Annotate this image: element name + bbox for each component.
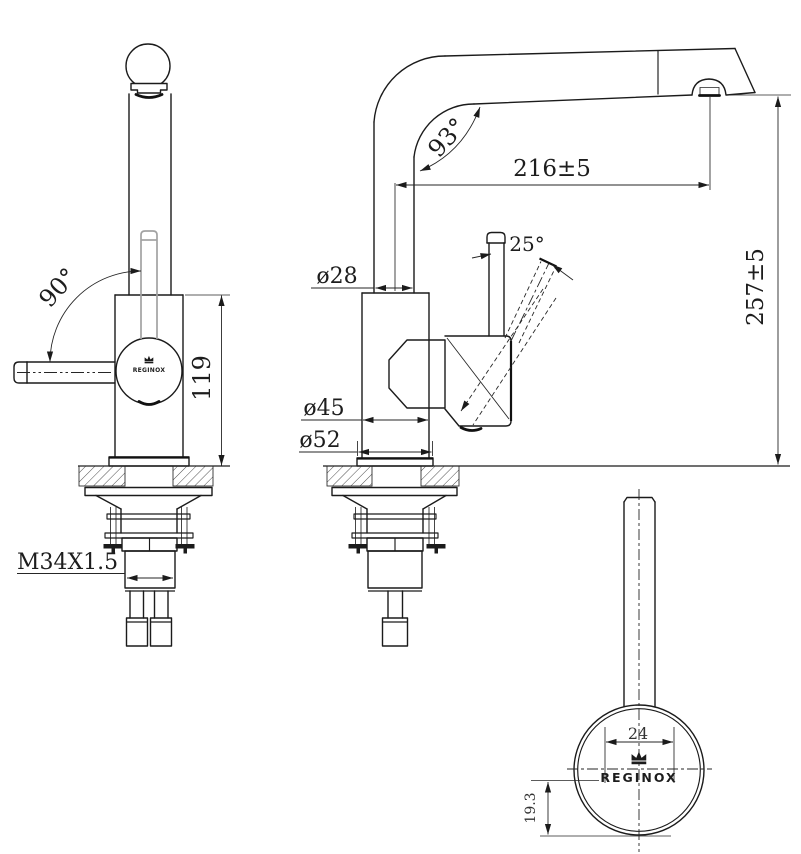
front-countertop [323, 465, 790, 487]
countertop-hatch [420, 465, 460, 487]
dim-25deg-label: 25° [509, 232, 544, 256]
dim-dia52: ø52 [299, 428, 433, 456]
logo-text: REGINOX [600, 770, 677, 785]
front-spout [373, 47, 756, 294]
front-view: 25° 93° 216±5 257±5 ø28 ø45 [299, 47, 791, 647]
dim-216-label: 216±5 [513, 156, 591, 182]
dim-119: 119 [185, 294, 230, 466]
reginox-logo-small: REGINOX [133, 355, 166, 374]
cartridge-hub [388, 339, 446, 409]
hose-fitting [381, 617, 409, 647]
dim-dia52-label: ø52 [299, 428, 340, 453]
dim-19-3: 19.3 [523, 780, 671, 837]
side-lever-vertical-phantom [140, 230, 158, 339]
side-mounting [84, 486, 213, 647]
dim-m34: M34X1.5 [17, 550, 173, 582]
dim-93deg-label: 93° [422, 112, 471, 162]
thread-spec-label: M34X1.5 [17, 550, 118, 575]
front-mounting [331, 486, 458, 647]
dim-119-label: 119 [188, 355, 216, 401]
hose-fitting [125, 617, 149, 647]
screw-head [348, 544, 368, 549]
dim-24-label: 24 [628, 724, 648, 743]
dim-90deg-label: 90° [33, 262, 82, 312]
dim-257-label: 257±5 [743, 248, 769, 326]
side-countertop [78, 465, 230, 487]
dim-dia28-label: ø28 [316, 264, 357, 289]
top-base: REGINOX [567, 489, 712, 852]
dim-dia28: ø28 [311, 264, 413, 292]
front-lever-tilted [460, 257, 557, 426]
screw-head [426, 544, 446, 549]
aerator-face [134, 93, 164, 99]
dim-19-3-label: 19.3 [523, 792, 539, 823]
dim-90deg: 90° [33, 262, 142, 363]
screw-head [175, 544, 195, 549]
front-lever [460, 231, 557, 426]
countertop-hatch [172, 465, 214, 487]
crown-icon [144, 355, 154, 364]
dim-24: 24 [604, 724, 675, 783]
side-body: REGINOX [108, 294, 190, 467]
dim-dia45-label: ø45 [303, 396, 344, 421]
countertop-hatch [326, 465, 373, 487]
hose-fitting [149, 617, 173, 647]
countertop-hatch [78, 465, 126, 487]
side-lever-horizontal [13, 361, 116, 384]
side-spout [125, 43, 172, 296]
dim-257: 257±5 [728, 94, 791, 465]
dim-dia45: ø45 [301, 396, 428, 424]
screw-head [103, 544, 123, 549]
crown-icon [631, 751, 647, 765]
dim-93deg: 93° [419, 106, 481, 172]
logo-text-small: REGINOX [133, 367, 166, 374]
dim-25deg: 25° [471, 232, 574, 281]
dim-216: 216±5 [394, 97, 711, 291]
top-view: REGINOX 24 19.3 [523, 489, 712, 852]
aerator [691, 78, 727, 96]
top-lever [623, 496, 656, 708]
side-view: REGINOX 90° [13, 43, 230, 647]
reginox-logo: REGINOX [600, 751, 677, 785]
front-body [356, 292, 513, 467]
